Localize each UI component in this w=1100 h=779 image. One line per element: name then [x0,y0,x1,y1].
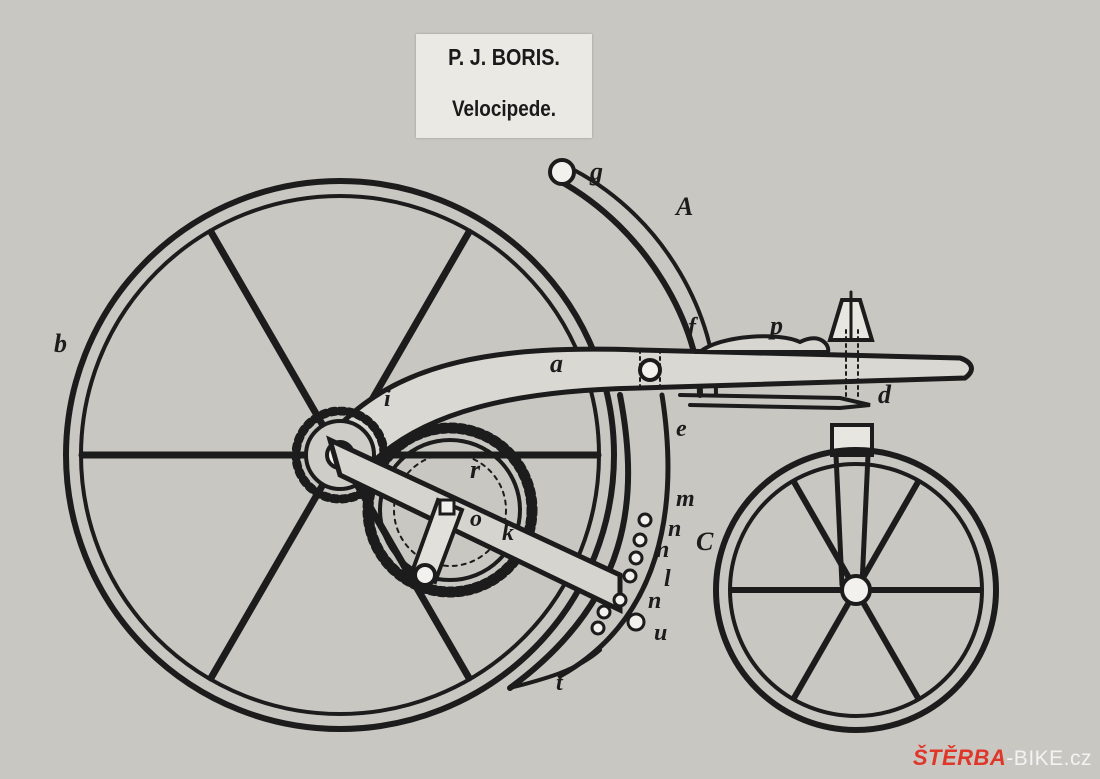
small-wheel [713,447,999,733]
steering-head [827,290,875,401]
adjustment-holes [590,512,653,636]
watermark-brand: ŠTĚRBA [912,745,1007,770]
ref-letter-p: p [768,311,783,340]
frame-arm [331,346,974,474]
drive-gear [362,422,538,598]
link-rod [678,393,871,411]
ref-letter-k: k [502,520,514,546]
watermark-suffix: -BIKE.cz [1006,747,1092,770]
ref-letter-u: u [654,620,667,646]
ref-letter-f: f [688,314,698,340]
title-label: P. J. BORIS. Velocipede. [416,34,592,138]
invention-title: Velocipede. [451,96,557,121]
ref-letter-o: o [470,506,482,532]
ref-letter-l: l [664,566,671,592]
saddle [694,334,831,354]
watermark-logo: ŠTĚRBA-BIKE.cz [913,745,1092,771]
ref-letter-n-2: n [656,537,669,563]
ref-letter-t: t [556,670,564,696]
curved-fork [507,158,718,691]
ref-letter-d: d [878,380,892,409]
reference-letters: g A b f p a i d e r o k m n C n l n u t [54,157,892,696]
ref-letter-A: A [674,192,693,221]
inventor-name: P. J. BORIS. [448,44,560,70]
ref-letter-C: C [696,527,714,556]
ref-letter-n-1: n [668,516,681,542]
ref-letter-n-3: n [648,588,661,614]
ref-letter-i: i [384,386,391,412]
crank [409,497,465,587]
treadle-lever [326,435,623,614]
ref-letter-g: g [589,157,603,186]
ref-letter-m: m [676,486,695,512]
ref-letter-e: e [676,416,687,442]
ref-letter-b: b [54,329,67,358]
ref-letter-r: r [470,455,481,484]
ref-letter-a: a [550,349,563,378]
handle-knob [548,158,576,186]
